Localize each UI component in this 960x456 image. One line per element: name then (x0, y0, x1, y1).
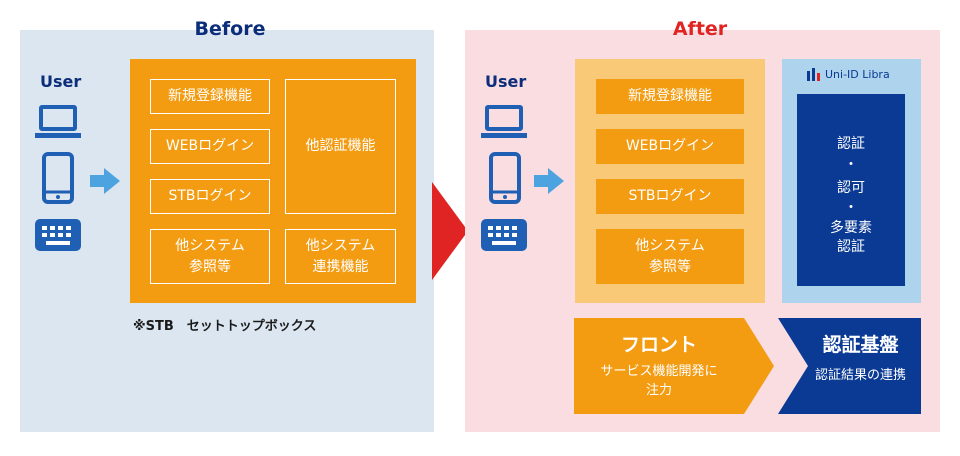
keyboard-icon (481, 219, 527, 251)
libra-logo: Uni-ID Libra (806, 66, 916, 82)
before-title: Before (194, 18, 266, 40)
auth-base-desc: 認証結果の連携 (814, 367, 906, 383)
after-fn-signup: 新規登録機能 (596, 79, 744, 114)
before-fn-other-ref: 他システム 参照等 (150, 229, 270, 284)
libra-mfa-label: 多要素 認証 (830, 220, 872, 255)
laptop-icon (480, 104, 528, 140)
after-fn-stb-login: STBログイン (596, 179, 744, 214)
auth-base-title: 認証基盤 (822, 333, 899, 356)
before-fn-other-link: 他システム 連携機能 (285, 229, 396, 284)
after-fn-web-login: WEBログイン (596, 129, 744, 164)
libra-auth-dot-2: ・ (844, 200, 858, 216)
libra-logo-icon (807, 68, 820, 81)
libra-auth-label: 認証 (837, 136, 865, 152)
keyboard-icon (35, 219, 81, 251)
laptop-icon (34, 104, 82, 140)
smartphone-icon (489, 152, 521, 204)
front-desc: サービス機能開発に 注力 (600, 363, 718, 399)
after-arrow-right (534, 168, 564, 198)
transition-arrow (432, 182, 468, 284)
libra-authz-label: 認可 (837, 180, 865, 196)
auth-base-banner-shape (778, 318, 921, 418)
libra-auth-box (797, 94, 905, 286)
libra-auth-dot-1: ・ (844, 157, 858, 173)
front-banner-shape (574, 318, 774, 418)
after-title: After (672, 18, 728, 40)
before-fn-web-login: WEBログイン (150, 129, 270, 164)
before-footnote: ※STB セットトップボックス (133, 319, 317, 334)
before-user-label: User (40, 72, 82, 91)
after-fn-other-ref: 他システム 参照等 (596, 229, 744, 284)
before-system-box (130, 59, 416, 303)
before-fn-stb-login: STBログイン (150, 179, 270, 214)
libra-logo-text: Uni-ID Libra (825, 67, 890, 81)
front-title: フロント (620, 333, 697, 356)
before-fn-signup: 新規登録機能 (150, 79, 270, 114)
after-user-label: User (485, 72, 527, 91)
before-fn-other-auth: 他認証機能 (285, 79, 396, 214)
smartphone-icon (42, 152, 74, 204)
before-arrow-right (90, 168, 120, 198)
